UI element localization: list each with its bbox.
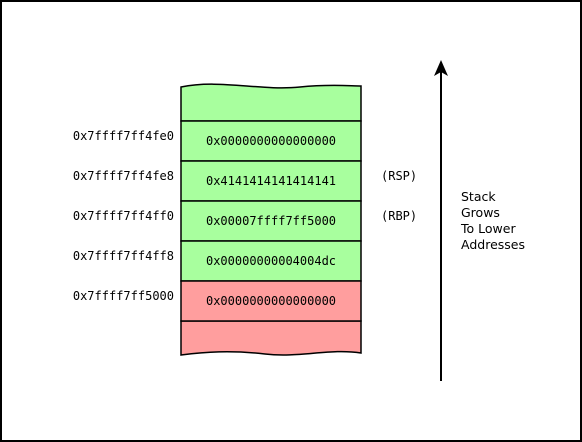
stack-address: 0x7ffff7ff4fe0 <box>73 129 174 143</box>
stack-rows: 0x0000000000000000 0x7ffff7ff4fe0 0x414141… <box>73 120 417 322</box>
up-arrow-icon <box>434 60 448 76</box>
register-label: (RSP) <box>381 169 417 183</box>
stack-value: 0x0000000000000000 <box>206 294 336 308</box>
stack-bottom-wavy-edge-icon <box>180 320 362 356</box>
stack-cell <box>180 160 362 202</box>
stack-top-wavy-edge-icon <box>180 83 362 122</box>
stack-address: 0x7ffff7ff4ff0 <box>73 209 174 223</box>
stack-row: 0x00000000004004dc 0x7ffff7ff4ff8 <box>73 240 362 282</box>
stack-address: 0x7ffff7ff5000 <box>73 289 174 303</box>
stack-row: 0x00007ffff7ff5000 0x7ffff7ff4ff0 (RBP) <box>73 200 417 242</box>
stack-value: 0x00000000004004dc <box>206 254 336 268</box>
stack-row: 0x4141414141414141 0x7ffff7ff4fe8 (RSP) <box>73 160 417 202</box>
stack-cell <box>180 200 362 242</box>
stack-address: 0x7ffff7ff4ff8 <box>73 249 174 263</box>
growth-label-line-3: To Lower <box>460 221 516 236</box>
stack-value: 0x0000000000000000 <box>206 134 336 148</box>
stack-cell <box>180 280 362 322</box>
growth-label-line-4: Addresses <box>461 237 525 252</box>
stack-address: 0x7ffff7ff4fe8 <box>73 169 174 183</box>
stack-row: 0x0000000000000000 0x7ffff7ff4fe0 <box>73 120 362 162</box>
stack-value: 0x00007ffff7ff5000 <box>206 214 336 228</box>
growth-label-line-1: Stack <box>461 189 496 204</box>
stack-cell <box>180 240 362 282</box>
stack-value: 0x4141414141414141 <box>206 174 336 188</box>
stack-row: 0x0000000000000000 0x7ffff7ff5000 <box>73 280 362 322</box>
growth-label-line-2: Grows <box>461 205 500 220</box>
register-label: (RBP) <box>381 209 417 223</box>
